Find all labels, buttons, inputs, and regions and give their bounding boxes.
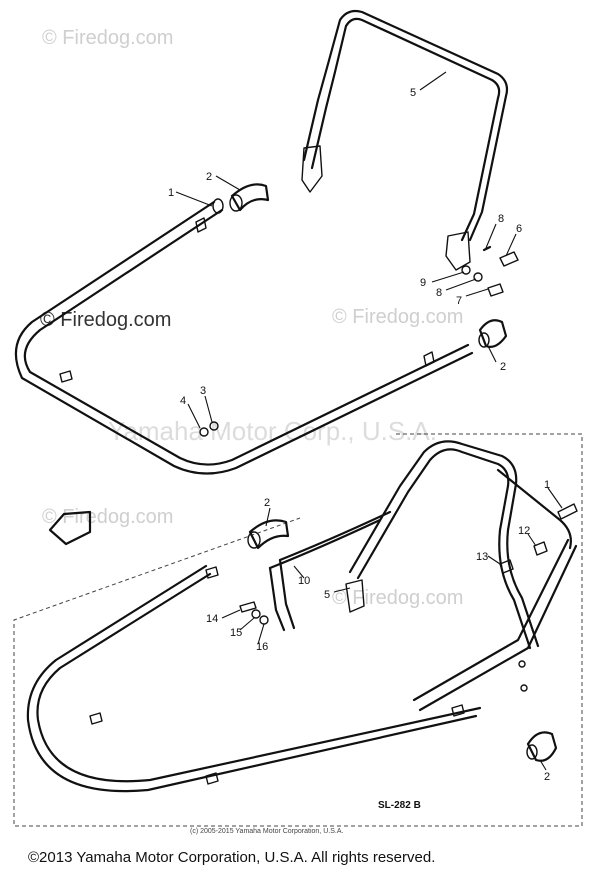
washer-lower-b	[520, 684, 528, 692]
callout-7: 7	[456, 295, 462, 307]
backrest-frame-lower	[345, 440, 540, 650]
bolt-14	[239, 601, 257, 613]
clamp-lower-d	[205, 772, 219, 785]
nut-4	[199, 427, 209, 437]
callout-8b: 8	[436, 287, 442, 299]
watermark-center: Yamaha Motor Corp., U.S.A.	[108, 416, 437, 446]
callout-6: 6	[516, 223, 522, 235]
clamp-lower-c	[89, 712, 103, 725]
backrest-frame-upper	[301, 9, 509, 271]
end-cap-bottom	[526, 731, 558, 762]
bolt-11	[557, 503, 578, 520]
clamp-lower-a	[205, 566, 219, 579]
callout-12: 12	[518, 525, 530, 537]
washer-15	[251, 609, 261, 619]
grommet-13	[499, 559, 514, 574]
bolt-6	[499, 251, 519, 267]
callout-2-upper: 2	[206, 171, 212, 183]
nut-8a	[482, 245, 492, 252]
callout-1-upper: 1	[168, 187, 174, 199]
callout-2-bottom: 2	[544, 771, 550, 783]
elbow-upper	[229, 183, 270, 212]
nut-16	[259, 615, 269, 625]
callout-15: 15	[230, 627, 242, 639]
callout-13: 13	[476, 551, 488, 563]
clamp-upper-a	[195, 217, 207, 233]
callout-2-lower: 2	[264, 497, 270, 509]
clamp-upper-b	[423, 351, 435, 367]
watermark-lower-left: © Firedog.com	[42, 506, 173, 528]
callout-5-lower: 5	[324, 589, 330, 601]
tube-frame-upper	[14, 198, 474, 475]
callout-3: 3	[200, 385, 206, 397]
callout-1-lower: 1	[544, 479, 550, 491]
watermark-top-left: © Firedog.com	[42, 27, 173, 49]
watermark-lower-right: © Firedog.com	[332, 587, 463, 609]
clamp-lower-b	[451, 704, 465, 717]
bolt-7	[487, 283, 504, 297]
callout-10: 10	[298, 575, 310, 587]
fwd-arrow-marker: FWD	[48, 510, 92, 546]
tube-frame-lower	[26, 468, 578, 793]
elbow-lower	[247, 519, 290, 550]
watermark-left-mid: © Firedog.com	[40, 309, 171, 331]
callout-14: 14	[206, 613, 218, 625]
callout-4: 4	[180, 395, 186, 407]
washer-lower-a	[518, 660, 526, 668]
fwd-label: FWD	[66, 523, 84, 532]
clamp-upper-c	[59, 370, 73, 383]
callout-16: 16	[256, 641, 268, 653]
copyright-notice: ©2013 Yamaha Motor Corporation, U.S.A. A…	[28, 849, 435, 866]
callout-2-right: 2	[500, 361, 506, 373]
callout-8a: 8	[498, 213, 504, 225]
diagram-code: SL-282 B	[378, 800, 421, 811]
end-cap-right-upper	[478, 319, 508, 348]
washer-9	[461, 265, 471, 275]
collar-12	[533, 541, 548, 556]
rail-10	[268, 510, 392, 632]
small-copyright: (c) 2005-2015 Yamaha Motor Corporation, …	[190, 828, 343, 835]
watermark-right-mid: © Firedog.com	[332, 306, 463, 328]
assembly-boundary	[13, 433, 583, 827]
washer-8b	[473, 272, 483, 282]
callout-5-upper: 5	[410, 87, 416, 99]
washer-3	[209, 421, 219, 431]
callout-9: 9	[420, 277, 426, 289]
